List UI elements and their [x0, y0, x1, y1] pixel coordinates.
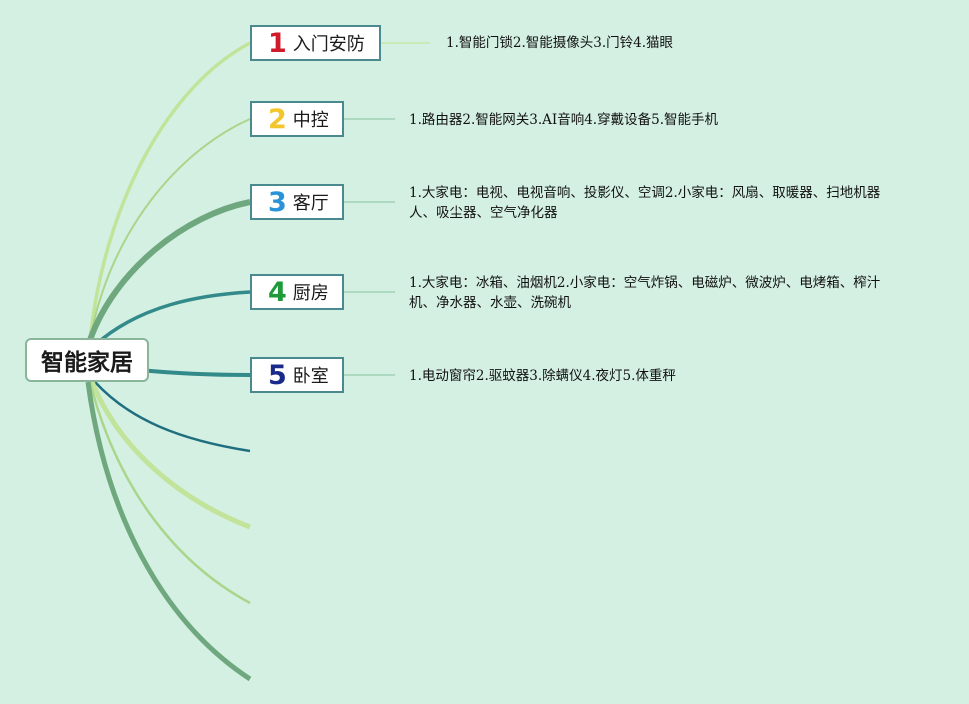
topic-node-2[interactable]: 2 中控: [250, 101, 344, 137]
topic-label-4: 厨房: [292, 283, 329, 304]
topic-detail-1: 1.智能门锁2.智能摄像头3.门铃4.猫眼: [446, 35, 674, 51]
branch-line-9: [85, 381, 252, 682]
branch-line-2: [89, 118, 251, 341]
topic-number-5: 5: [268, 359, 287, 391]
topic-label-3: 客厅: [292, 193, 329, 214]
branch-line-7: [89, 381, 251, 530]
topic-number-3: 3: [268, 186, 287, 218]
topic-number-1: 1: [268, 27, 287, 59]
topic-detail-4: 1.大家电：冰箱、油烟机2.小家电：空气炸锅、电磁炉、微波炉、电烤箱、榨汁机、净…: [409, 275, 881, 311]
topic-detail-3: 1.大家电：电视、电视音响、投影仪、空调2.小家电：风扇、取暖器、扫地机器人、吸…: [409, 185, 881, 221]
branch-line-3: [87, 199, 251, 342]
topic-number-4: 4: [268, 276, 287, 308]
topic-detail-5: 1.电动窗帘2.驱蚊器3.除螨仪4.夜灯5.体重秤: [409, 368, 676, 384]
topic-detail-2: 1.路由器2.智能网关3.AI音响4.穿戴设备5.智能手机: [409, 112, 718, 128]
root-node[interactable]: 智能家居: [25, 338, 149, 382]
branch-line-6: [94, 381, 251, 453]
branch-line-4: [93, 290, 251, 347]
topic-label-5: 卧室: [292, 366, 329, 387]
branch-line-8: [88, 381, 251, 605]
branch-line-1: [88, 41, 251, 341]
topic-label-2: 中控: [292, 110, 329, 131]
topic-node-3[interactable]: 3 客厅: [250, 184, 344, 220]
topic-node-4[interactable]: 4 厨房: [250, 274, 344, 310]
topic-label-1: 入门安防: [292, 34, 365, 55]
topic-node-1[interactable]: 1 入门安防: [250, 25, 381, 61]
branch-line-5: [139, 368, 251, 377]
topic-number-2: 2: [268, 103, 287, 135]
topic-node-5[interactable]: 5 卧室: [250, 357, 344, 393]
